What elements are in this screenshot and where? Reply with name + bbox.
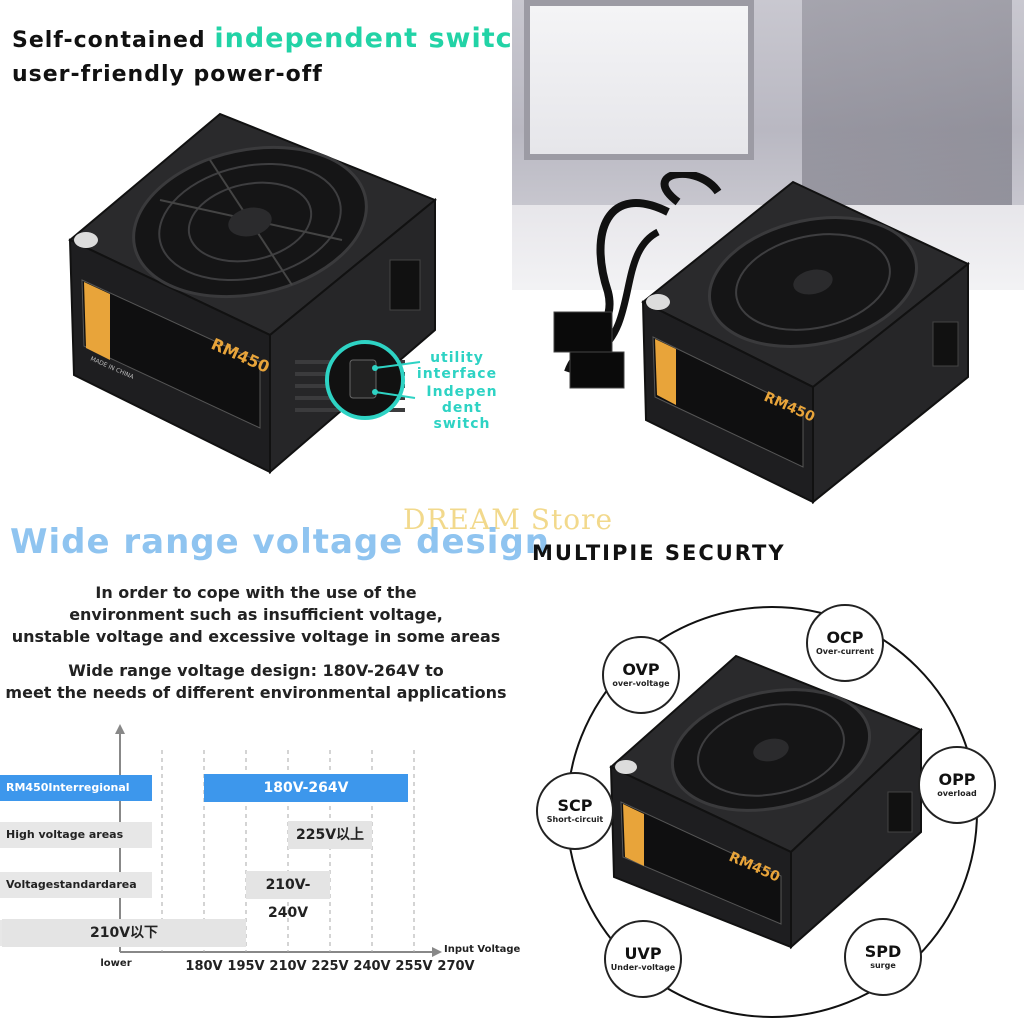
chart-category-label: High voltage areas: [0, 822, 152, 848]
headline-highlight: independent switch: [214, 23, 533, 54]
badge-ocp: OCP Over-current: [806, 604, 884, 682]
x-axis-title: Input Voltage: [444, 944, 521, 955]
psu-security-drawing: RM450: [609, 654, 923, 950]
x-tick-label: lower: [100, 958, 132, 969]
x-tick-label: 240V: [353, 959, 391, 974]
callout-utility-interface: utility interface: [416, 350, 498, 382]
badge-opp: OPP overload: [918, 746, 996, 824]
chart-bar: 180V-264V: [204, 774, 408, 802]
monitor-shape: [524, 0, 754, 160]
callout-graphic: [325, 340, 421, 420]
psu-image-main: RM450 MADE IN CHINA: [60, 110, 440, 480]
x-tick-label: 180V: [185, 959, 223, 974]
badge-uvp: UVP Under-voltage: [604, 920, 682, 998]
headline-line2: user-friendly power-off: [12, 62, 323, 87]
x-axis-arrow: [432, 947, 442, 957]
psu-drawing: RM450 MADE IN CHINA: [68, 112, 437, 475]
chart-bar: 210V-240V: [246, 871, 330, 921]
badge-spd: SPD surge: [844, 918, 922, 996]
headline: Self-contained independent switch, user-…: [12, 22, 542, 92]
multiple-security-title: MULTIPIE SECURTY: [532, 541, 786, 565]
chart-category-label: RM450Interregional: [0, 775, 152, 801]
headline-line1: Self-contained independent switch,: [12, 23, 541, 54]
voltage-paragraph: Wide range voltage design: 180V-264V to …: [5, 661, 507, 702]
x-tick-label: 195V: [227, 959, 265, 974]
badge-scp: SCP Short-circuit: [536, 772, 614, 850]
x-tick-label: 270V: [437, 959, 475, 974]
store-watermark: DREAM Store: [403, 503, 614, 536]
intro-paragraph: In order to cope with the use of the env…: [11, 583, 501, 646]
x-tick-label: 225V: [311, 959, 349, 974]
chart-bar: 210V以下: [2, 919, 246, 947]
x-tick-label: 255V: [395, 959, 433, 974]
badge-ovp: OVP over-voltage: [602, 636, 680, 714]
psu-image-cabled: RM450: [548, 172, 978, 512]
chart-axes: [115, 724, 442, 957]
wide-range-title: Wide range voltage design: [10, 522, 550, 562]
y-axis-arrow: [115, 724, 125, 734]
pc-case-shape: [802, 0, 1012, 210]
psu-cabled-drawing: RM450: [553, 172, 970, 505]
callout-independent-switch: Indepen dent switch: [426, 384, 498, 432]
x-tick-label: 210V: [269, 959, 307, 974]
chart-category-label: Voltagestandardarea: [0, 872, 152, 898]
psu-image-security: RM450: [606, 652, 926, 952]
chart-bar: 225V以上: [288, 821, 372, 849]
